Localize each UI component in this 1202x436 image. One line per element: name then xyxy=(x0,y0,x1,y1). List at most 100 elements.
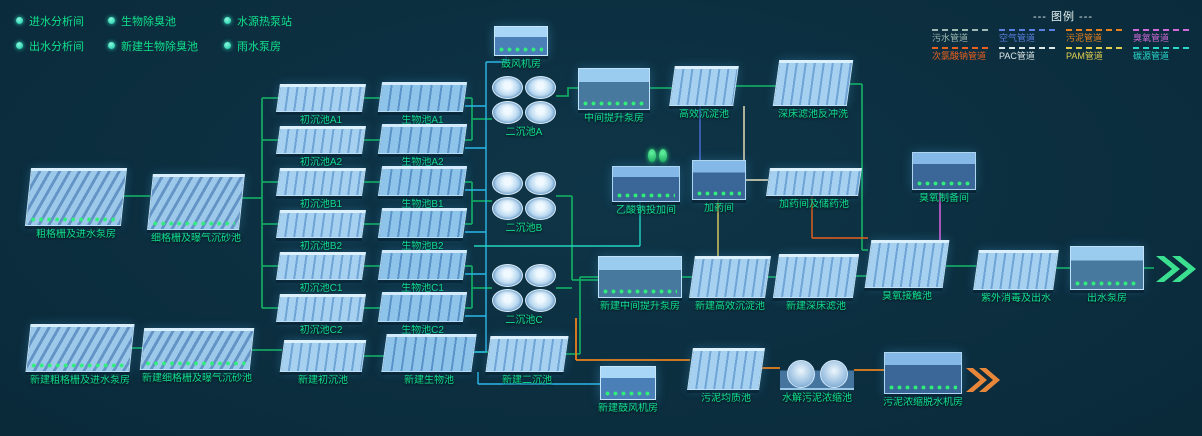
tank-graphic xyxy=(689,256,771,298)
tank-graphic xyxy=(864,240,950,288)
facility-label: 粗格栅及进水泵房 xyxy=(36,229,116,240)
facility-sludge-dewatering[interactable]: 污泥浓缩脱水机房 xyxy=(883,352,963,409)
tank2-graphic xyxy=(381,334,477,372)
grit-graphic xyxy=(24,168,128,226)
facility-hydrolysis-thickener[interactable]: 水解污泥浓缩池 xyxy=(780,346,854,405)
facility-new-bio[interactable]: 新建生物池 xyxy=(381,334,477,387)
facility-ozone-prep[interactable]: 臭氧制备间 xyxy=(912,152,976,205)
facility-new-deep-bed[interactable]: 新建深床滤池 xyxy=(772,254,860,313)
pipe-legend-title: --- 图例 --- xyxy=(1032,11,1094,23)
pipe-swatch-icon xyxy=(1133,29,1190,31)
tank-graphic xyxy=(276,252,366,280)
facility-label: 初沉池A2 xyxy=(299,157,343,168)
facility-primary-b1[interactable]: 初沉池B1 xyxy=(276,168,366,211)
facility-new-secondary[interactable]: 新建二沉池 xyxy=(485,336,569,387)
pipe-legend-item: 臭氧管道 xyxy=(1133,29,1194,43)
facility-uv-outfall[interactable]: 紫外消毒及出水 xyxy=(973,250,1059,305)
facility-label: 臭氧接触池 xyxy=(882,291,932,302)
facility-label: 紫外消毒及出水 xyxy=(981,293,1051,304)
facility-secondary-a[interactable]: 二沉池A xyxy=(492,76,556,139)
facility-label: 新建中间提升泵房 xyxy=(600,301,680,312)
tank2-graphic xyxy=(377,208,468,238)
pipe-legend-label: 污泥管道 xyxy=(1066,33,1103,43)
facility-label: 加药间及储药池 xyxy=(779,199,849,210)
facility-label: 出水泵房 xyxy=(1087,293,1127,304)
clover-graphic xyxy=(492,264,556,312)
status-lights xyxy=(697,191,741,196)
building-graphic xyxy=(692,160,746,200)
facility-blower-room[interactable]: 鼓风机房 xyxy=(494,26,548,71)
facility-bio-a1[interactable]: 生物池A1 xyxy=(377,82,468,127)
facility-label: 生物池A1 xyxy=(401,115,444,126)
analysis-legend-item[interactable]: 水源热泵站 xyxy=(224,8,312,33)
facility-new-coarse-screen-pump[interactable]: 新建粗格栅及进水泵房 xyxy=(25,324,135,387)
analysis-legend-item[interactable]: 新建生物除臭池 xyxy=(108,33,222,58)
tank-graphic xyxy=(276,168,366,196)
analysis-legend-label: 生物除臭池 xyxy=(121,15,176,28)
tank-graphic xyxy=(276,126,366,154)
tank2-graphic xyxy=(377,292,468,322)
facility-primary-c2[interactable]: 初沉池C2 xyxy=(276,294,366,337)
facility-coarse-screen-pump[interactable]: 粗格栅及进水泵房 xyxy=(24,168,128,241)
tank-graphic xyxy=(276,294,366,322)
facility-deep-bed-backwash[interactable]: 深床滤池反冲洗 xyxy=(772,60,854,121)
round-graphic xyxy=(780,346,854,390)
tank-graphic xyxy=(669,66,739,106)
facility-primary-a1[interactable]: 初沉池A1 xyxy=(276,84,366,127)
status-lights xyxy=(1075,281,1139,286)
pipe-legend-label: PAC管道 xyxy=(999,51,1035,61)
status-lights xyxy=(605,391,651,396)
analysis-legend-item[interactable]: 进水分析间 xyxy=(16,8,106,33)
facility-mid-lift-pump[interactable]: 中间提升泵房 xyxy=(578,68,650,125)
analysis-legend-item[interactable]: 出水分析间 xyxy=(16,33,106,58)
facility-bio-b1[interactable]: 生物池B1 xyxy=(377,166,468,211)
facility-label: 臭氧制备间 xyxy=(919,193,969,204)
status-lights xyxy=(499,47,543,52)
pipe-legend-label: PAM管道 xyxy=(1066,51,1103,61)
facility-ozone-contact[interactable]: 臭氧接触池 xyxy=(864,240,950,303)
facility-label: 生物池B2 xyxy=(401,241,444,252)
facility-label: 新建生物池 xyxy=(404,375,454,386)
pipe-legend-item: 空气管道 xyxy=(999,29,1060,43)
facility-sludge-homogenize[interactable]: 污泥均质池 xyxy=(687,348,765,405)
facility-primary-c1[interactable]: 初沉池C1 xyxy=(276,252,366,295)
facility-primary-b2[interactable]: 初沉池B2 xyxy=(276,210,366,253)
facility-bio-c1[interactable]: 生物池C1 xyxy=(377,250,468,295)
facility-new-fine-screen-grit[interactable]: 新建细格栅及曝气沉砂池 xyxy=(139,328,255,385)
legend-dot-icon xyxy=(224,17,231,24)
tank-graphic xyxy=(772,254,860,298)
facility-label: 生物池A2 xyxy=(401,157,444,168)
facility-new-primary[interactable]: 新建初沉池 xyxy=(279,340,367,387)
facility-new-hi-eff-sed[interactable]: 新建高效沉淀池 xyxy=(689,256,771,313)
facility-label: 细格栅及曝气沉砂池 xyxy=(151,233,241,244)
analysis-legend-item[interactable]: 生物除臭池 xyxy=(108,8,222,33)
facility-label: 初沉池C1 xyxy=(299,283,343,294)
facility-fine-screen-grit[interactable]: 细格栅及曝气沉砂池 xyxy=(147,174,245,245)
analysis-legend-item[interactable]: 雨水泵房 xyxy=(224,33,312,58)
facility-label: 初沉池B1 xyxy=(299,199,343,210)
facility-bio-a2[interactable]: 生物池A2 xyxy=(377,124,468,169)
facility-outfall-pump[interactable]: 出水泵房 xyxy=(1070,246,1144,305)
facility-acetate-dosing[interactable]: 乙酸钠投加间 xyxy=(612,166,680,217)
facility-bio-b2[interactable]: 生物池B2 xyxy=(377,208,468,253)
pipe-legend-label: 臭氧管道 xyxy=(1133,33,1170,43)
tank-graphic xyxy=(485,336,569,372)
facility-primary-a2[interactable]: 初沉池A2 xyxy=(276,126,366,169)
facility-secondary-b[interactable]: 二沉池B xyxy=(492,172,556,235)
facility-dosing-room[interactable]: 加药间 xyxy=(692,160,746,215)
treated-outflow-arrow xyxy=(1156,256,1196,282)
status-lights xyxy=(30,217,117,222)
facility-new-mid-lift-pump[interactable]: 新建中间提升泵房 xyxy=(598,256,682,313)
facility-hi-eff-sed[interactable]: 高效沉淀池 xyxy=(669,66,739,121)
tank-graphic xyxy=(687,348,765,390)
facility-new-blower-room[interactable]: 新建鼓风机房 xyxy=(598,366,658,415)
facility-bio-c2[interactable]: 生物池C2 xyxy=(377,292,468,337)
tank2-graphic xyxy=(377,124,468,154)
facility-dosing-storage[interactable]: 加药间及储药池 xyxy=(766,168,862,211)
facility-label: 水解污泥浓缩池 xyxy=(782,393,852,404)
facility-secondary-c[interactable]: 二沉池C xyxy=(492,264,556,327)
facility-label: 新建粗格栅及进水泵房 xyxy=(30,375,130,386)
